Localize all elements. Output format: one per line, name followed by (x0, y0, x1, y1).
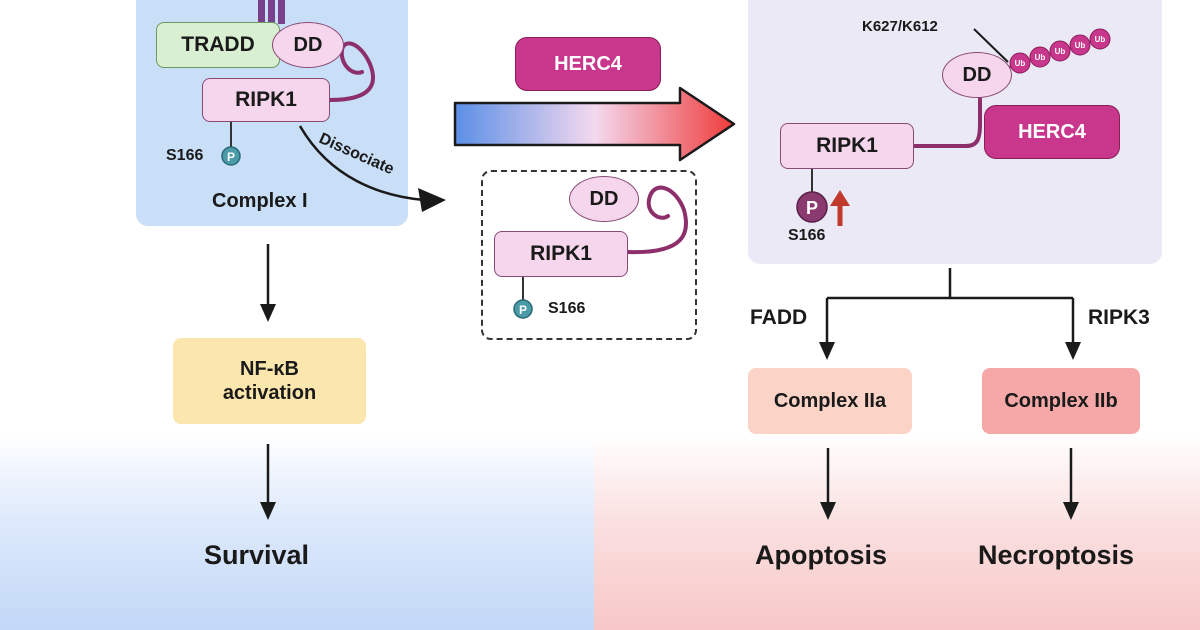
arrowhead (260, 304, 276, 322)
receptor-stalk (268, 0, 275, 24)
k627-k612-label: K627/K612 (862, 18, 938, 35)
s166-label: S166 (788, 227, 826, 244)
ripk1-protein: RIPK1 (780, 123, 914, 169)
dissociated-ripk1-box (481, 170, 697, 340)
nfkb-label-line2: activation (222, 382, 317, 404)
tradd-protein: TRADD (156, 22, 280, 68)
ubiquitin-bead (1089, 28, 1111, 50)
ubiquitin-chain: Ub Ub Ub Ub Ub (1009, 28, 1111, 74)
transition-arrow (453, 86, 736, 162)
up-arrow-head (830, 190, 850, 206)
phospho-marker-label: P (227, 150, 235, 164)
ubiquitin-label: Ub (1055, 47, 1066, 56)
herc4-protein: HERC4 (984, 105, 1120, 159)
phospho-marker-large (796, 191, 828, 223)
ripk1-protein: RIPK1 (202, 78, 330, 122)
ubiquitin-bead (1029, 46, 1051, 68)
ripk1-label: RIPK1 (235, 88, 297, 111)
ripk1-label: RIPK1 (816, 134, 878, 157)
ubiquitin-bead (1049, 40, 1071, 62)
phospho-marker-label: P (519, 303, 527, 317)
phospho-marker-label: P (806, 198, 818, 218)
survival-region-background (0, 432, 594, 630)
ubiquitin-label: Ub (1095, 35, 1106, 44)
nfkb-activation-box: NF-κB activation (173, 338, 366, 424)
k627-pointer (973, 28, 1009, 63)
ubiquitin-label: Ub (1015, 59, 1026, 68)
dd-domain: DD (272, 22, 344, 68)
complex-iia-label: Complex IIa (773, 390, 887, 412)
receptor-stalk (258, 0, 265, 24)
tradd-label: TRADD (181, 33, 255, 56)
nfkb-label-line1: NF-κB (240, 358, 299, 380)
phospho-marker (221, 146, 241, 166)
dissociated-linker (626, 185, 689, 255)
ripk3-label: RIPK3 (1088, 306, 1150, 329)
survival-label: Survival (204, 540, 310, 570)
arrowhead (820, 502, 836, 520)
complex-iib-box: Complex IIb (982, 368, 1140, 434)
complex-i-linker (328, 41, 376, 102)
ubiquitin-label: Ub (1035, 53, 1046, 62)
dd-domain: DD (569, 176, 639, 222)
ubiquitin-bead (1069, 34, 1091, 56)
dissociate-label: Dissociate (316, 130, 396, 178)
phospho-marker (513, 299, 533, 319)
arrowhead (1063, 502, 1079, 520)
herc4-badge: HERC4 (515, 37, 661, 91)
fadd-label: FADD (750, 306, 808, 329)
arrowhead (260, 502, 276, 520)
ubiquitin-label: Ub (1075, 41, 1086, 50)
herc4-label: HERC4 (1018, 120, 1086, 143)
dd-label: DD (293, 33, 323, 56)
dd-domain: DD (942, 52, 1012, 98)
ubiquitin-bead (1009, 52, 1031, 74)
apoptosis-label: Apoptosis (755, 540, 887, 570)
dissociate-arrowhead (418, 188, 446, 212)
complex-iia-box: Complex IIa (748, 368, 912, 434)
dissociate-arrow (298, 125, 425, 202)
arrowhead (819, 342, 835, 360)
death-region-background (594, 432, 1200, 630)
herc4-complex-linker (910, 94, 982, 148)
complex-iib-label: Complex IIb (1004, 390, 1118, 412)
ripk1-label: RIPK1 (530, 242, 592, 265)
herc4-label: HERC4 (554, 52, 622, 75)
arrowhead (1065, 342, 1081, 360)
s166-label: S166 (548, 300, 586, 317)
receptor-stalk (278, 0, 285, 24)
dd-label: DD (962, 63, 992, 86)
necroptosis-label: Necroptosis (978, 540, 1135, 570)
complex-i-label: Complex I (212, 190, 308, 212)
ripk1-protein: RIPK1 (494, 231, 628, 277)
dd-label: DD (589, 187, 619, 210)
s166-label: S166 (166, 147, 204, 164)
